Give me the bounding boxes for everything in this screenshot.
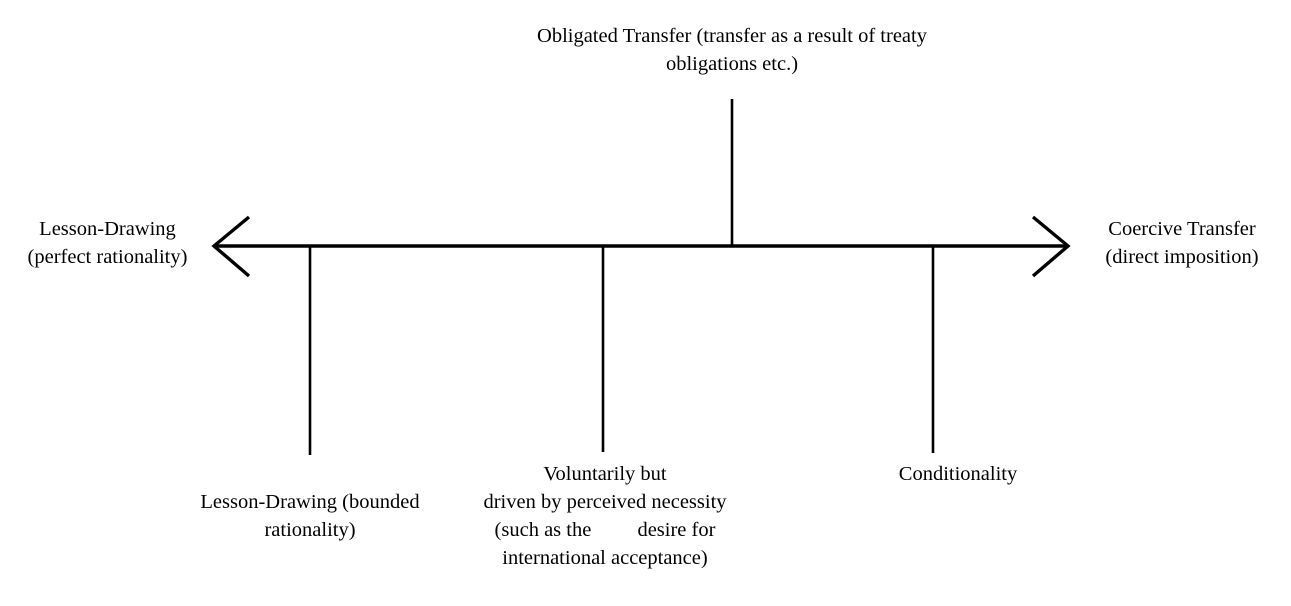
right-arrowhead-icon <box>1031 215 1071 278</box>
branch-label-conditionality: Conditionality <box>898 463 1018 485</box>
branch-label-voluntarily-but-driven: Voluntarily but driven by perceived nece… <box>483 463 727 569</box>
branch-label-obligated-transfer: Obligated Transfer (transfer as a result… <box>537 25 927 75</box>
left-arrowhead-icon <box>211 215 251 278</box>
axis-end-label-left: Lesson-Drawing (perfect rationality) <box>27 218 188 268</box>
branch-label-lesson-drawing-bounded: Lesson-Drawing (bounded rationality) <box>200 491 420 541</box>
axis-end-label-right: Coercive Transfer (direct imposition) <box>1105 218 1259 268</box>
